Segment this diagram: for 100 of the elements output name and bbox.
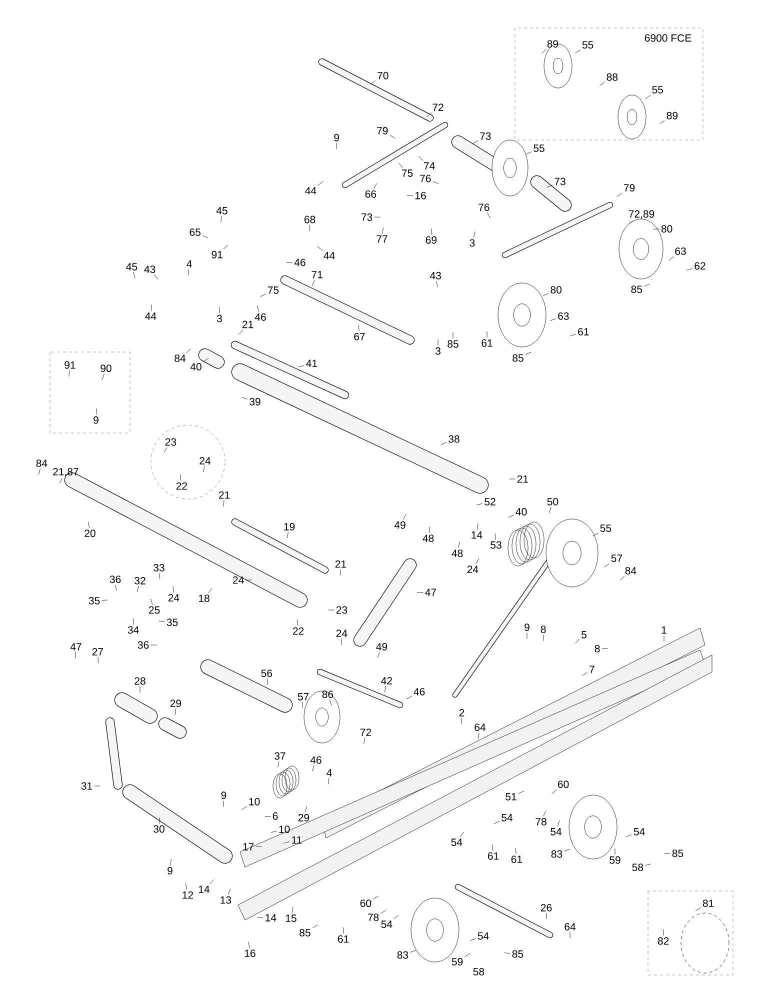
callout-number: 18: [198, 594, 210, 602]
leader-line: [223, 500, 224, 507]
leader-line: [185, 883, 187, 890]
leader-line: [626, 834, 632, 837]
leader-line: [458, 542, 460, 548]
callout-number: 84: [36, 460, 48, 468]
callout-number: 30: [154, 825, 164, 833]
leader-line: [164, 447, 168, 453]
callout-number: 64: [564, 923, 576, 930]
callout-number: 54: [550, 828, 562, 836]
callout-number: 83: [551, 850, 562, 858]
leader-line: [219, 306, 220, 314]
callout-number: 49: [376, 643, 388, 650]
callout-number: 73: [554, 178, 566, 186]
callout-number: 85: [672, 850, 684, 858]
callout-number: 8: [594, 645, 600, 652]
leader-line: [220, 216, 222, 222]
leader-line: [431, 228, 432, 235]
callout-number: 14: [472, 531, 482, 539]
callout-number: 63: [558, 312, 569, 320]
leader-line: [278, 761, 280, 768]
leader-line: [686, 268, 693, 270]
leader-line: [159, 572, 160, 580]
leader-line: [600, 82, 605, 86]
leader-line: [318, 181, 324, 186]
callout-number: 68: [304, 216, 316, 224]
leader-line: [292, 906, 294, 914]
callout-number: 9: [94, 416, 98, 424]
callout-number: 78: [368, 914, 379, 922]
callout-number: 91: [64, 361, 76, 369]
callout-number: 65: [190, 228, 200, 236]
leader-line: [473, 231, 476, 238]
callout-number: 60: [360, 900, 372, 908]
leader-line: [494, 821, 500, 824]
leader-line: [668, 256, 674, 261]
leader-line: [340, 569, 341, 576]
leader-line: [575, 638, 580, 644]
leader-line: [154, 274, 158, 280]
callout-number: 8: [540, 626, 546, 634]
callout-number: 58: [632, 864, 644, 872]
callout-number: 50: [547, 498, 558, 506]
callout-number: 21: [517, 475, 528, 483]
leader-line: [549, 506, 552, 514]
leader-line: [223, 245, 228, 250]
leader-line: [645, 864, 652, 866]
callout-number: 89: [666, 112, 678, 120]
callout-number: 29: [298, 814, 310, 822]
callout-number: 61: [511, 856, 522, 864]
callout-number: 46: [310, 756, 322, 764]
leader-line: [575, 50, 580, 54]
leader-line: [436, 280, 438, 288]
callout-number: 80: [550, 286, 562, 294]
callout-number: 85: [512, 950, 524, 958]
callout-number: 75: [268, 286, 279, 294]
leader-line: [428, 526, 430, 534]
leader-line: [525, 352, 532, 355]
callout-number: 56: [261, 670, 272, 678]
callout-number: 75: [402, 170, 413, 177]
callout-number: 46: [254, 313, 266, 321]
callout-number: 53: [490, 541, 502, 549]
callout-number: 31: [81, 782, 92, 790]
callout-number: 72,89: [628, 210, 654, 219]
callout-number: 22: [293, 627, 304, 635]
callout-number: 4: [326, 769, 332, 776]
callout-number: 35: [88, 597, 100, 604]
leader-line: [390, 134, 396, 138]
callout-number: 43: [430, 272, 441, 280]
callout-number: 43: [144, 266, 156, 274]
callout-number: 84: [625, 567, 636, 574]
leader-line: [228, 888, 231, 895]
callout-number: 81: [702, 900, 714, 908]
callout-number: 54: [478, 932, 489, 940]
leader-line: [364, 737, 366, 744]
callout-number: 32: [134, 577, 146, 584]
callout-number: 79: [377, 127, 388, 134]
callout-number: 23: [336, 606, 348, 614]
leader-line: [102, 374, 104, 380]
leader-line: [486, 212, 490, 218]
callout-number: 3: [435, 347, 440, 355]
leader-line: [543, 810, 546, 816]
callout-number: 84: [174, 354, 186, 362]
callout-number: 24: [336, 630, 348, 637]
leader-line: [452, 332, 454, 339]
callout-number: 11: [292, 836, 302, 844]
callout-number: 39: [250, 398, 260, 406]
leader-line: [151, 304, 152, 311]
leader-line: [286, 262, 293, 263]
callout-number: 9: [524, 624, 530, 632]
leader-line: [298, 365, 304, 368]
callout-number: 29: [170, 700, 182, 708]
callout-number: 5: [582, 631, 586, 638]
callout-number: 62: [694, 262, 706, 270]
leader-line: [312, 280, 315, 286]
callout-number: 34: [128, 626, 139, 634]
leader-line: [223, 800, 224, 807]
leader-line: [478, 732, 480, 739]
callout-number: 22: [176, 482, 187, 490]
leader-line: [242, 806, 247, 810]
callout-number: 85: [512, 354, 524, 362]
callout-number: 23: [165, 438, 176, 446]
